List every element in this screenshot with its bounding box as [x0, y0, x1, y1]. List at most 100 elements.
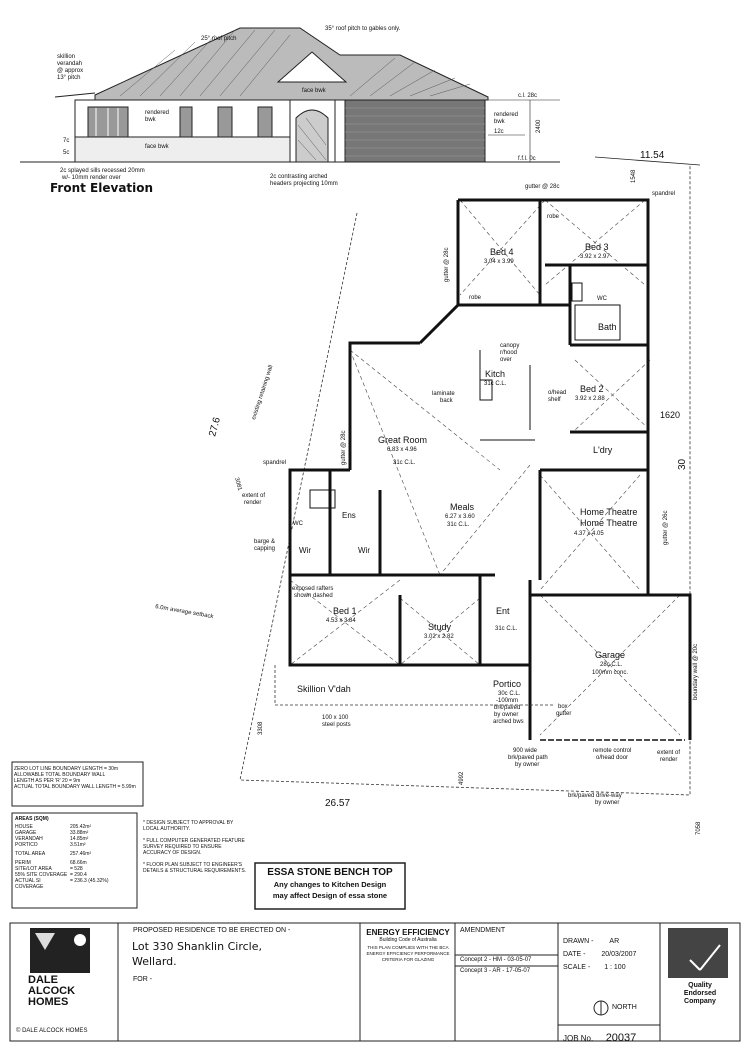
room-great: Great Room — [378, 435, 427, 445]
roof-pitch-note: 25° roof pitch — [201, 36, 236, 42]
path-label-3: by owner — [515, 762, 539, 768]
box-gutter-1: box — [558, 704, 568, 710]
skillion-roof — [54, 92, 96, 98]
scale-value: 1 : 100 — [604, 964, 626, 971]
c5-note: 5c — [63, 150, 69, 156]
brand-emblem — [74, 934, 86, 946]
walls — [288, 198, 692, 740]
room-garage-cl: 28c C.L. — [600, 662, 623, 668]
room-study-size: 3.02 x 2.82 — [424, 634, 454, 640]
energy-sub: Building Code of Australia — [379, 937, 437, 943]
room-kitch: Kitch — [485, 369, 505, 379]
elevation-roof — [94, 27, 489, 101]
wc-fixture — [571, 282, 583, 302]
gutter-left-label: gutter @ 28c — [444, 248, 450, 282]
areas-row-label: PORTICO — [15, 842, 38, 848]
bench-notice: ESSA STONE BENCH TOP Any changes to Kitc… — [257, 866, 403, 901]
address-line-2: Wellard. — [132, 955, 177, 968]
setback-label: 6.0m average setback — [155, 604, 215, 620]
title-block — [9, 922, 741, 1042]
room-kitch-cl: 31c C.L. — [484, 381, 507, 387]
date-row: DATE - 20/03/2007 — [563, 951, 636, 958]
areas-row-value: 3.51m² — [70, 842, 86, 848]
areas-row-value: 14.85m² — [70, 836, 89, 842]
ohead-shelf-2: shelf — [548, 397, 561, 403]
remote-label-1: remote control — [593, 748, 631, 754]
wir-1: Wir — [299, 546, 311, 555]
dim-1620: 1620 — [660, 410, 680, 420]
steel-posts-label-2: steel posts — [322, 722, 351, 728]
areas-row-value: 33.88m² — [70, 830, 89, 836]
c12-note: 12c — [494, 129, 504, 135]
elevation-title: Front Elevation — [50, 181, 153, 195]
north-label: NORTH — [612, 1004, 637, 1011]
room-bed3-size: 3.92 x 2.97 — [580, 254, 610, 260]
c7-note: 7c — [63, 138, 69, 144]
ens-basin — [309, 489, 336, 509]
amendment-title: AMENDMENT — [460, 927, 506, 934]
dim-30: 30 — [677, 458, 688, 470]
design-note: * FLOOR PLAN SUBJECT TO ENGINEER'S DETAI… — [143, 862, 247, 874]
cl-note: c.l. 28c — [518, 93, 537, 99]
design-note-text: FULL COMPUTER GENERATED FEATURE SURVEY R… — [143, 838, 245, 856]
areas-row-value: = 290.4 — [70, 872, 87, 878]
areas-row: SITE/LOT AREA= 528 — [15, 866, 135, 872]
headers-note-2: headers projecting 10mm — [270, 181, 338, 187]
dim-1548: 1548 — [631, 169, 637, 183]
areas-row-value: 205.42m² — [70, 824, 92, 830]
portico-conc-2: brk/paved — [494, 705, 520, 711]
room-home: Home Theatre — [580, 507, 637, 517]
energy-body: THIS PLAN COMPLIES WITH THE BCA ENERGY E… — [366, 945, 450, 962]
proposed-label: PROPOSED RESIDENCE TO BE ERECTED ON - — [133, 927, 291, 934]
room-bed4-size: 3.04 x 3.99 — [484, 259, 514, 265]
sills-note-2: w/- 10mm render over — [61, 175, 121, 181]
steel-posts-label-1: 100 x 100 — [322, 715, 349, 721]
lot-boundary — [239, 165, 691, 796]
areas-box — [11, 812, 138, 909]
areas-row-label: TOTAL AREA — [15, 851, 46, 857]
sills-note-1: 2c splayed sills recessed 20mm — [60, 168, 145, 174]
room-skillion: Skillion V'dah — [297, 684, 351, 694]
areas-row-label: PERIM — [15, 860, 31, 866]
brand-line-3: HOMES — [28, 996, 69, 1008]
dim-3308: 3308 — [258, 721, 264, 735]
kitchen-sink — [479, 379, 493, 401]
brand-star — [35, 933, 55, 950]
room-bath: Bath — [598, 322, 617, 332]
areas-row-label: HOUSE — [15, 824, 33, 830]
room-garage-conc: 100mm conc. — [592, 670, 628, 676]
path-label-1: 900 wide — [513, 748, 538, 754]
areas-row: PORTICO 3.51m² — [15, 842, 135, 848]
skillion-note-1: skillion — [57, 54, 75, 60]
roof-hatching — [119, 29, 471, 97]
ohead-shelf-1: o/head — [548, 390, 566, 396]
extent-render-left-2: render — [244, 500, 261, 506]
drawn-value: AR — [609, 938, 620, 945]
areas-row-value: = 528 — [70, 866, 83, 872]
areas-row-label: VERANDAH — [15, 836, 43, 842]
job-row: JOB No. 20037 — [563, 1028, 636, 1046]
areas-row-label: ACTUAL SI COVERAGE — [15, 878, 44, 890]
bench-line-2: may affect Design of essa stone — [272, 891, 388, 900]
h2400-note: 2400 — [536, 119, 542, 133]
wc-1: WC — [597, 296, 608, 302]
gable-pitch-note: 35° roof pitch to gables only. — [325, 26, 401, 32]
areas-row: 55% SITE COVERAGE= 290.4 — [15, 872, 135, 878]
headers-note-1: 2c contrasting arched — [270, 174, 327, 180]
canopy-3: over — [500, 357, 512, 363]
skillion-note-3: @ approx — [57, 68, 83, 74]
face-bwk-top-note: face bwk — [302, 88, 327, 94]
brand-name: DALE ALCOCK HOMES — [28, 975, 118, 1008]
room-bed1-size: 4.53 x 3.84 — [326, 618, 356, 624]
design-notes: * DESIGN SUBJECT TO APPROVAL BY LOCAL AU… — [143, 820, 248, 874]
barge-label-1: barge & — [254, 539, 275, 545]
rafters-label-2: shown dashed — [294, 593, 333, 599]
ffl-note: f.f.l. 0c — [518, 156, 536, 162]
portico-conc-3: by owner — [494, 712, 518, 718]
rendered-bwk-right-2: bwk — [494, 119, 506, 125]
scale-label: SCALE - — [563, 964, 591, 971]
dim-1154: 11.54 — [640, 150, 665, 161]
brand-line-2: ALCOCK — [28, 985, 76, 997]
